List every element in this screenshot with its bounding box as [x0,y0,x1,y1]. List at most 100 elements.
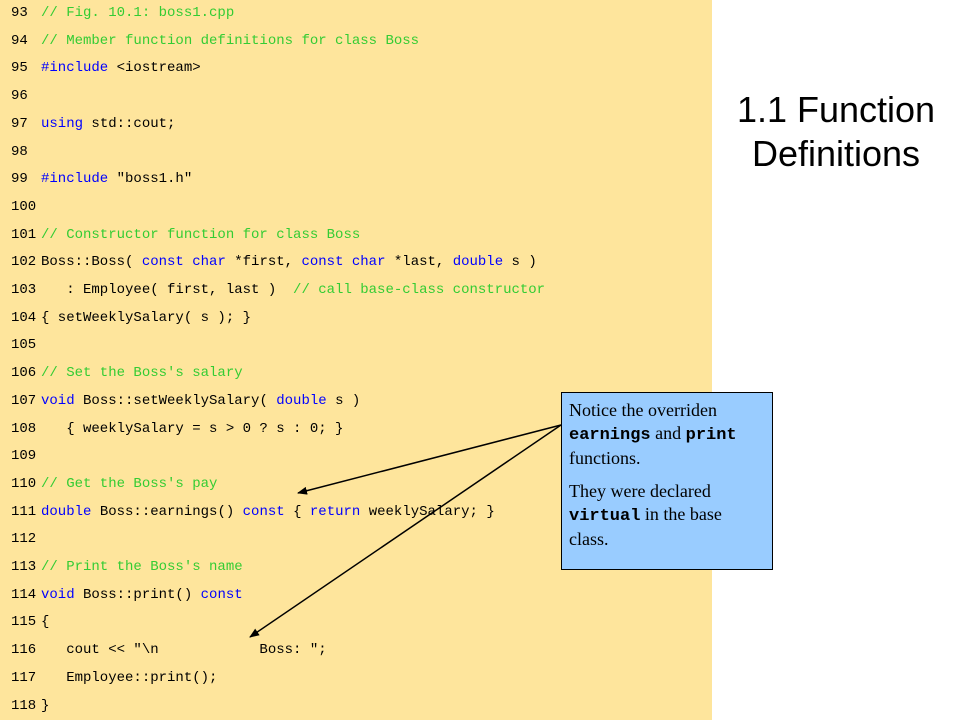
line-number: 99 [11,171,28,188]
code-text: } [41,696,49,716]
code-token-plain: Boss::print() [74,586,201,603]
code-token-plain: *last, [385,254,453,271]
line-number: 117 [11,669,37,686]
code-text: // Constructor function for class Boss [41,225,360,245]
slide-title: 1.1 Function Definitions [712,88,960,176]
line-number: 109 [11,448,37,465]
line-number: 108 [11,420,37,437]
code-text: void Boss::print() const [41,585,243,605]
callout-paragraph-2: They were declared virtual in the base c… [569,480,765,551]
line-number: 104 [11,309,37,326]
code-text: using std::cout; [41,114,175,134]
code-token-keyword: double [276,392,327,409]
line-number: 112 [11,531,37,548]
code-token-comment: // Get the Boss's pay [41,475,218,492]
code-token-plain: } [41,697,50,714]
code-token-keyword: #include [41,171,109,188]
code-token-plain: *first, [225,254,302,271]
line-number: 100 [11,198,37,215]
code-text: : Employee( first, last ) // call base-c… [41,280,545,300]
line-number: 115 [11,614,37,631]
line-number: 103 [11,282,37,298]
code-token-plain: { weeklySalary = s > 0 ? s : 0; } [41,420,344,437]
code-token-plain: Employee::print(); [41,669,218,686]
line-number: 110 [11,475,37,492]
line-number: 102 [11,254,37,271]
code-token-keyword: return [309,503,361,520]
code-token-comment: // Fig. 10.1: boss1.cpp [41,5,235,21]
line-number: 111 [11,503,37,520]
line-number: 114 [11,586,37,603]
line-number: 94 [11,32,28,49]
line-number: 113 [11,559,37,575]
line-number: 106 [11,365,37,382]
code-token-keyword: const [242,503,285,520]
code-token-keyword: const char [301,254,386,271]
code-text: #include <iostream> [41,58,201,78]
code-text: { setWeeklySalary( s ); } [41,308,251,328]
slide-title-line-1: 1.1 Function [736,89,936,130]
code-text: // Fig. 10.1: boss1.cpp [41,3,234,23]
code-token-keyword: const [200,586,243,603]
code-token-keyword: double [452,254,504,271]
code-token-keyword: const char [141,254,226,271]
code-text: double Boss::earnings() const { return w… [41,502,495,522]
code-token-comment: // Constructor function for class Boss [41,226,361,243]
callout-text: Notice the overriden [569,400,717,420]
code-text: cout << "\n Boss: "; [41,640,327,660]
code-token-keyword: void [41,586,75,603]
line-number: 93 [11,5,28,21]
code-token-plain: std::cout; [83,115,176,132]
code-token-plain: "boss1.h" [108,171,193,188]
code-token-plain: Boss::setWeeklySalary( [74,392,277,409]
code-token-comment: // Set the Boss's salary [41,365,243,382]
callout-code-print: print [685,426,737,445]
callout-code-virtual: virtual [569,507,641,526]
code-token-plain: s ) [503,254,537,271]
code-token-keyword: double [41,503,92,520]
callout-paragraph-1: Notice the overriden earnings and print … [569,399,765,470]
code-token-comment: // Print the Boss's name [41,559,243,575]
code-token-keyword: void [41,392,75,409]
code-token-plain: <iostream> [108,60,201,77]
code-text: // Set the Boss's salary [41,363,243,383]
code-text: { [41,612,49,632]
callout-code-earnings: earnings [569,426,651,445]
line-number: 96 [11,88,28,105]
callout-text: and [650,423,686,443]
code-token-keyword: using [41,115,84,132]
code-token-comment: // call base-class constructor [293,282,546,298]
code-token-comment: // Member function definitions for class… [41,32,420,49]
code-text: Boss::Boss( const char *first, const cha… [41,252,537,272]
callout-text: They were declared [569,481,711,501]
slide-title-line-2: Definitions [751,133,921,174]
callout-text: in the base class. [569,504,722,549]
callout-text: functions. [569,448,641,468]
code-token-plain: { [284,503,310,520]
annotation-callout: Notice the overriden earnings and print … [561,392,773,570]
code-token-plain: Boss::earnings() [91,503,243,520]
line-number: 98 [11,143,28,160]
code-text: { weeklySalary = s > 0 ? s : 0; } [41,419,343,439]
code-text: void Boss::setWeeklySalary( double s ) [41,391,360,411]
code-text: // Get the Boss's pay [41,474,217,494]
code-text: Employee::print(); [41,668,217,688]
code-token-plain: : Employee( first, last ) [41,282,294,298]
line-number: 97 [11,115,28,132]
line-number: 107 [11,392,37,409]
line-number: 118 [11,697,37,714]
code-text: #include "boss1.h" [41,169,192,189]
code-token-plain: { setWeeklySalary( s ); } [41,309,252,326]
code-token-plain: cout << "\n Boss: "; [41,642,327,659]
line-number: 116 [11,642,37,659]
code-token-keyword: #include [41,60,109,77]
code-token-plain: weeklySalary; } [360,503,495,520]
code-token-plain: { [41,614,50,631]
code-token-plain: s ) [326,392,361,409]
code-text: // Print the Boss's name [41,557,243,577]
line-number: 105 [11,337,37,354]
code-token-plain: Boss::Boss( [41,254,142,271]
line-number: 95 [11,60,28,77]
code-listing-panel: 93 // Fig. 10.1: boss1.cpp 94 // Member fun… [0,0,712,720]
line-number: 101 [11,226,37,243]
